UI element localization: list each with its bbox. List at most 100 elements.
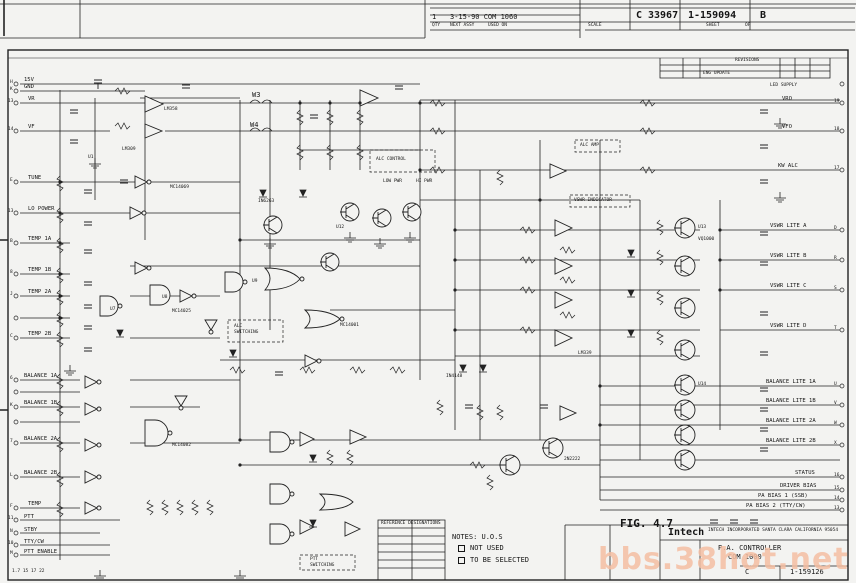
pin-label: 19: [834, 99, 840, 104]
u7-label: U7: [110, 307, 116, 312]
alc-amp-label: ALC AMP: [580, 143, 599, 148]
pin-label: 15: [834, 486, 840, 491]
sheet-label: SHEET: [706, 23, 720, 28]
watermark: bbs.38hot.net: [598, 542, 849, 577]
input-name: VR: [28, 96, 35, 102]
cage-code: 33967: [648, 10, 679, 21]
output-name: BALANCE LITE 2B: [766, 438, 816, 444]
pin-label: 13: [8, 99, 14, 104]
in6263-label: IN6263: [258, 199, 275, 204]
pin-label: D: [834, 226, 837, 231]
drawing-number: 1-159094: [688, 10, 737, 21]
mc14025-label: MC14025: [172, 309, 191, 314]
input-name: TTY/CW: [24, 539, 44, 545]
output-name: VSWR LITE C: [770, 283, 807, 289]
note1-marker: [458, 545, 465, 552]
pin-label: 8: [10, 270, 13, 275]
pin-label: 14: [8, 127, 14, 132]
output-name: VSWR LITE B: [770, 253, 807, 259]
pin-label: 6: [10, 376, 13, 381]
input-name: BALANCE 1B: [24, 400, 58, 406]
revision-letter: B: [760, 10, 767, 21]
pin-label: E: [10, 178, 13, 183]
pin-label: F: [10, 504, 13, 509]
input-name: BALANCE 1A: [24, 373, 58, 379]
note2-text: TO BE SELECTED: [470, 556, 530, 564]
output-name: BALANCE LITE 1A: [766, 379, 816, 385]
input-name: TEMP 2B: [28, 331, 52, 337]
pin-label: 17: [834, 166, 840, 171]
corner-note: 1.7 15 17 22: [12, 569, 45, 574]
input-name: PTT ENABLE: [24, 549, 58, 555]
pin-label: 10: [8, 541, 14, 546]
pin-label: S: [834, 286, 837, 291]
rev-letter: 1: [432, 13, 437, 21]
pin-label: 14: [834, 496, 840, 501]
alc-switching-label: ALC SWITCHING: [234, 324, 259, 335]
input-name: TUNE: [28, 175, 42, 181]
input-name: BALANCE 2A: [24, 436, 58, 442]
pin-label: C: [10, 334, 13, 339]
u9-label: U9: [252, 279, 258, 284]
u8-label: U8: [162, 295, 168, 300]
pin-label: 16: [834, 473, 840, 478]
ref-designations-header: REFERENCE DESIGNATIONS: [381, 521, 441, 526]
pin-label: U: [834, 382, 837, 387]
of-label: OF: [745, 23, 751, 28]
output-name: STATUS: [795, 470, 815, 476]
pin-label: B: [10, 239, 13, 244]
lm309-label: LM309: [122, 147, 136, 152]
pin-label: 7: [10, 439, 13, 444]
lm358-label: LM358: [164, 107, 178, 112]
low-pwr-label: LOW PWR: [383, 179, 402, 184]
pin-label: K: [10, 87, 13, 92]
revisions-header: REVISIONS: [735, 58, 760, 63]
vq1000-label: VQ1000: [698, 237, 715, 242]
pin-label: K: [10, 403, 13, 408]
input-name: STBY: [24, 527, 38, 533]
pin-label: N: [10, 529, 13, 534]
used-on-header: USED ON: [488, 23, 507, 28]
company-address: INTECH INCORPORATED SANTA CLARA CALIFORN…: [708, 528, 839, 533]
input-name: BALANCE 2B: [24, 470, 58, 476]
mc14082-label: MC14082: [172, 443, 191, 448]
next-assy-header: NEXT ASSY: [450, 23, 475, 28]
u12-label: U12: [336, 225, 345, 230]
output-name: PA BIAS 1 (SSB): [758, 493, 808, 499]
input-name: VF: [28, 124, 35, 130]
output-name: VSWR LITE D: [770, 323, 807, 329]
pin-label: R: [834, 256, 837, 261]
pin-label: 11: [8, 516, 14, 521]
output-name: VRO: [782, 96, 792, 102]
pin-label: 13: [834, 506, 840, 511]
rev-row-text: 3-15-90 COM 1060: [450, 13, 518, 21]
u14-label: U14: [698, 382, 707, 387]
input-name: TEMP 1B: [28, 267, 52, 273]
ptt-switching-label: PTT SWITCHING: [310, 557, 335, 568]
u1-label: U1: [88, 155, 94, 160]
pin-label: T: [834, 326, 837, 331]
note2-marker: [458, 557, 465, 564]
output-name: KW ALC: [778, 163, 798, 169]
w3-label: W3: [252, 91, 261, 99]
q1-label: 2N2222: [564, 457, 581, 462]
output-name: BALANCE LITE 1B: [766, 398, 816, 404]
input-name: TEMP 1A: [28, 236, 52, 242]
qty-header: QTY: [432, 23, 441, 28]
notes-header: NOTES: U.O.S: [452, 533, 503, 541]
pin-label: J: [10, 292, 13, 297]
input-name: 15V: [24, 77, 34, 83]
hi-pwr-label: HI PWR: [416, 179, 433, 184]
input-name: GND: [24, 84, 34, 90]
pin-label: X: [834, 441, 837, 446]
figure-label: FIG. 4.7: [620, 517, 673, 530]
lm339-label: LM339: [578, 351, 592, 356]
size-code: C: [636, 10, 643, 21]
input-name: TEMP 2A: [28, 289, 52, 295]
mc14069-label: MC14069: [170, 185, 189, 190]
output-name: VFO: [782, 124, 792, 130]
led-supply-label: LED SUPPLY: [770, 83, 798, 88]
vswr-indicator-label: VSWR INDICATOR: [574, 198, 612, 203]
